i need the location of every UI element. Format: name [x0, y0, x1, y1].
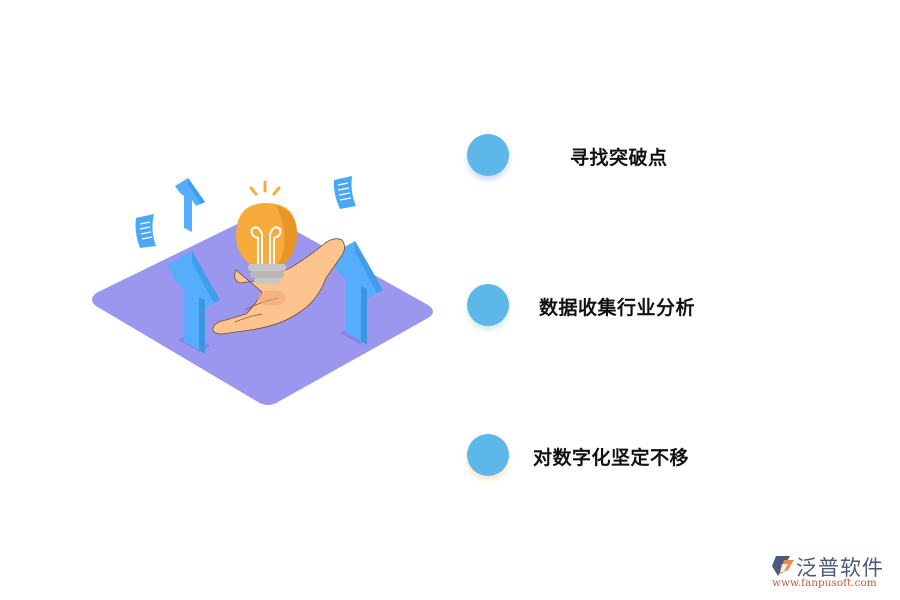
item-label: 寻找突破点 — [570, 147, 668, 169]
bullet-dot — [467, 284, 509, 326]
brand-name: 泛普软件 — [796, 556, 884, 580]
hand-icon — [212, 238, 345, 335]
bullet-dot — [467, 134, 509, 176]
list-item-digitization: 对数字化坚定不移 — [467, 434, 767, 478]
item-label: 对数字化坚定不移 — [533, 447, 690, 469]
lightbulb-icon — [236, 180, 298, 284]
brand-watermark: 泛普软件 www.fanpusoft.com — [768, 552, 896, 592]
brand-logo-icon — [772, 556, 794, 576]
list-item-data-analysis: 数据收集行业分析 — [467, 284, 767, 328]
arrow-up-icon-right — [330, 241, 383, 345]
bullet-dot — [467, 434, 509, 476]
item-label: 数据收集行业分析 — [539, 297, 696, 319]
document-icon-left — [135, 214, 156, 248]
document-icon-right — [333, 176, 356, 209]
list-item-breakthrough: 寻找突破点 — [467, 134, 767, 178]
arrow-up-icon-left — [167, 251, 220, 354]
brand-url: www.fanpusoft.com — [772, 577, 877, 589]
arrow-up-icon-small — [175, 178, 205, 232]
